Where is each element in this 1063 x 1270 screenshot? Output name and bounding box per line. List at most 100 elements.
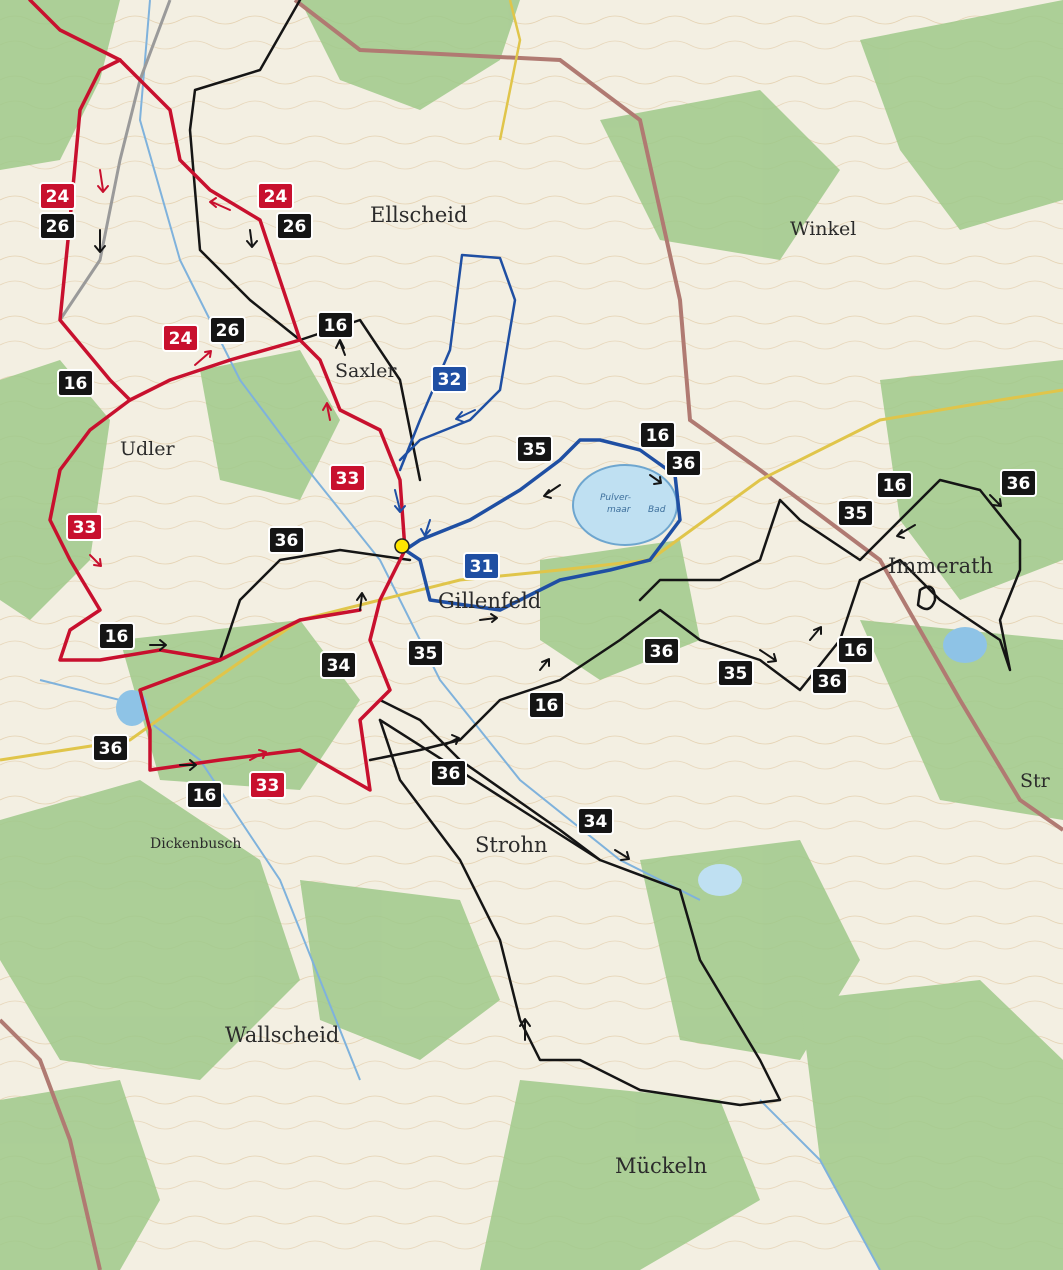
route-badge-label: 34: [327, 656, 351, 676]
route-badge-35: 35: [717, 659, 754, 687]
route-badge-box: [39, 182, 76, 210]
route-badge-label: 35: [414, 644, 438, 664]
route-badge-16: 16: [639, 421, 676, 449]
route-badge-box: [811, 667, 848, 695]
route-badge-26: 26: [39, 212, 76, 240]
route-badge-16: 16: [876, 471, 913, 499]
route-badge-box: [257, 182, 294, 210]
route-badge-label: 36: [99, 739, 123, 759]
direction-arrows: [89, 169, 1002, 1041]
route-badge-label: 16: [883, 476, 907, 496]
route-badge-label: 24: [169, 329, 193, 349]
route-badge-label: 36: [437, 764, 461, 784]
route-badge-label: 24: [264, 187, 288, 207]
route-badge-16: 16: [98, 622, 135, 650]
lake-label-3: Bad: [648, 505, 666, 515]
route-badge-33: 33: [66, 513, 103, 541]
route-badge-label: 33: [73, 518, 97, 538]
route-badge-24: 24: [39, 182, 76, 210]
route-badge-box: [407, 639, 444, 667]
route-badge-box: [528, 691, 565, 719]
route-badge-box: [463, 552, 500, 580]
route-badge-label: 36: [275, 531, 299, 551]
place-immerath: Immerath: [888, 554, 993, 578]
route-badge-box: [577, 807, 614, 835]
route-badge-label: 26: [283, 217, 307, 237]
start-point-marker: [394, 538, 410, 554]
route-badge-36: 36: [1000, 469, 1037, 497]
place-strohn: Strohn: [475, 833, 548, 857]
route-badge-36: 36: [268, 526, 305, 554]
route-badge-label: 34: [584, 812, 608, 832]
lake-label-1: Pulver-: [600, 493, 631, 503]
place-str: Str: [1020, 770, 1051, 792]
route-badge-box: [643, 637, 680, 665]
route-badge-label: 36: [818, 672, 842, 692]
streams: [39, 0, 881, 1270]
pond-immerath: [943, 627, 987, 663]
route-badge-label: 16: [324, 316, 348, 336]
route-badge-label: 36: [1007, 474, 1031, 494]
route-badge-label: 35: [844, 504, 868, 524]
route-badge-35: 35: [516, 435, 553, 463]
route-badge-35: 35: [407, 639, 444, 667]
route-badge-box: [320, 651, 357, 679]
route-badge-label: 36: [650, 642, 674, 662]
route-badge-box: [162, 324, 199, 352]
route-badge-box: [837, 499, 874, 527]
route-badge-label: 26: [46, 217, 70, 237]
place-wallscheid: Wallscheid: [225, 1023, 339, 1047]
route-badge-34: 34: [577, 807, 614, 835]
route-badge-33: 33: [249, 771, 286, 799]
place-labels: Ellscheid Winkel Saxler Udler Gillenfeld…: [120, 203, 1051, 1178]
route-badge-box: [276, 212, 313, 240]
route-badge-label: 16: [535, 696, 559, 716]
route-badge-box: [268, 526, 305, 554]
route-badge-label: 16: [646, 426, 670, 446]
place-gillenfeld: Gillenfeld: [438, 589, 541, 613]
route-badge-label: 35: [523, 440, 547, 460]
route-badge-box: [39, 212, 76, 240]
lake-label-2: maar: [607, 505, 632, 515]
route-badge-label: 16: [193, 786, 217, 806]
route-badge-box: [92, 734, 129, 762]
route-badge-box: [186, 781, 223, 809]
route-badge-label: 36: [672, 454, 696, 474]
route-badge-box: [329, 464, 366, 492]
route-badge-31: 31: [463, 552, 500, 580]
route-badge-26: 26: [209, 316, 246, 344]
route-badge-label: 35: [724, 664, 748, 684]
place-dickenbusch: Dickenbusch: [150, 836, 241, 852]
route-badge-24: 24: [257, 182, 294, 210]
route-badge-24: 24: [162, 324, 199, 352]
place-udler: Udler: [120, 438, 175, 460]
route-badge-box: [249, 771, 286, 799]
route-badge-box: [516, 435, 553, 463]
route-badge-label: 16: [64, 374, 88, 394]
route-badge-32: 32: [431, 365, 468, 393]
route-badge-box: [431, 365, 468, 393]
route-badge-box: [837, 636, 874, 664]
route-badge-box: [717, 659, 754, 687]
route-badge-box: [1000, 469, 1037, 497]
route-badge-36: 36: [92, 734, 129, 762]
route-badge-16: 16: [186, 781, 223, 809]
route-badge-box: [209, 316, 246, 344]
route-badge-16: 16: [528, 691, 565, 719]
route-red: [28, 0, 407, 792]
route-badge-label: 24: [46, 187, 70, 207]
place-saxler: Saxler: [335, 360, 397, 382]
route-badge-box: [57, 369, 94, 397]
place-winkel: Winkel: [790, 218, 856, 240]
place-mickeln: Mückeln: [615, 1154, 707, 1178]
route-badge-16: 16: [837, 636, 874, 664]
route-badge-36: 36: [643, 637, 680, 665]
route-badge-box: [639, 421, 676, 449]
route-badge-33: 33: [329, 464, 366, 492]
route-badge-36: 36: [665, 449, 702, 477]
route-badge-box: [430, 759, 467, 787]
pond-south: [698, 864, 742, 896]
route-badge-35: 35: [837, 499, 874, 527]
